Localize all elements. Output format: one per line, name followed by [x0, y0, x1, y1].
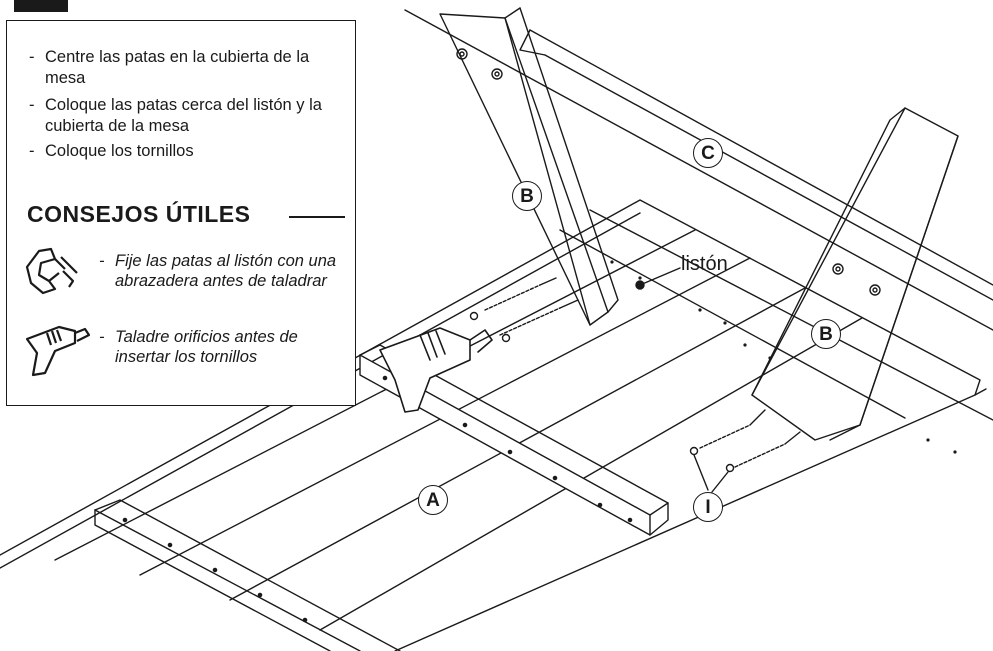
tip-text: Fije las patas al listón con una abrazad… — [115, 252, 337, 290]
callout-I: I — [693, 492, 723, 522]
leg-B-right — [751, 107, 959, 441]
step-number-tab — [14, 0, 68, 12]
tip-item: - Taladre orificios antes de insertar lo… — [99, 327, 349, 367]
tip-text: Taladre orificios antes de insertar los … — [115, 328, 298, 366]
drill-in-scene — [379, 327, 493, 413]
leg-B-left — [439, 7, 619, 326]
liston-pointer — [635, 267, 681, 290]
clamp-icon — [25, 247, 78, 295]
screw-set-right — [689, 409, 801, 493]
tips-heading-rule — [289, 216, 345, 218]
cleat-holes — [610, 260, 957, 454]
apron-C — [404, 9, 993, 331]
screw-set-left — [469, 277, 579, 343]
callout-C: C — [693, 138, 723, 168]
callout-A: A — [418, 485, 448, 515]
cleat-liston — [559, 209, 993, 421]
instruction-item: - Coloque las patas cerca del listón y l… — [29, 95, 349, 137]
instruction-text: Centre las patas en la cubierta de la me… — [45, 48, 310, 87]
tips-heading: CONSEJOS ÚTILES — [27, 201, 251, 227]
drill-icon — [25, 325, 91, 377]
cleat-front — [359, 344, 669, 536]
callout-B-right: B — [811, 319, 841, 349]
instruction-item: - Coloque los tornillos — [29, 141, 349, 162]
cleat-bottom — [94, 499, 401, 651]
instruction-panel: - Centre las patas en la cubierta de la … — [6, 20, 356, 406]
instruction-item: - Centre las patas en la cubierta de la … — [29, 47, 349, 89]
liston-label: listón — [681, 253, 728, 275]
callout-B-left: B — [512, 181, 542, 211]
instruction-text: Coloque las patas cerca del listón y la … — [45, 96, 322, 135]
instruction-text: Coloque los tornillos — [45, 142, 194, 160]
tip-item: - Fije las patas al listón con una abraz… — [99, 251, 349, 291]
